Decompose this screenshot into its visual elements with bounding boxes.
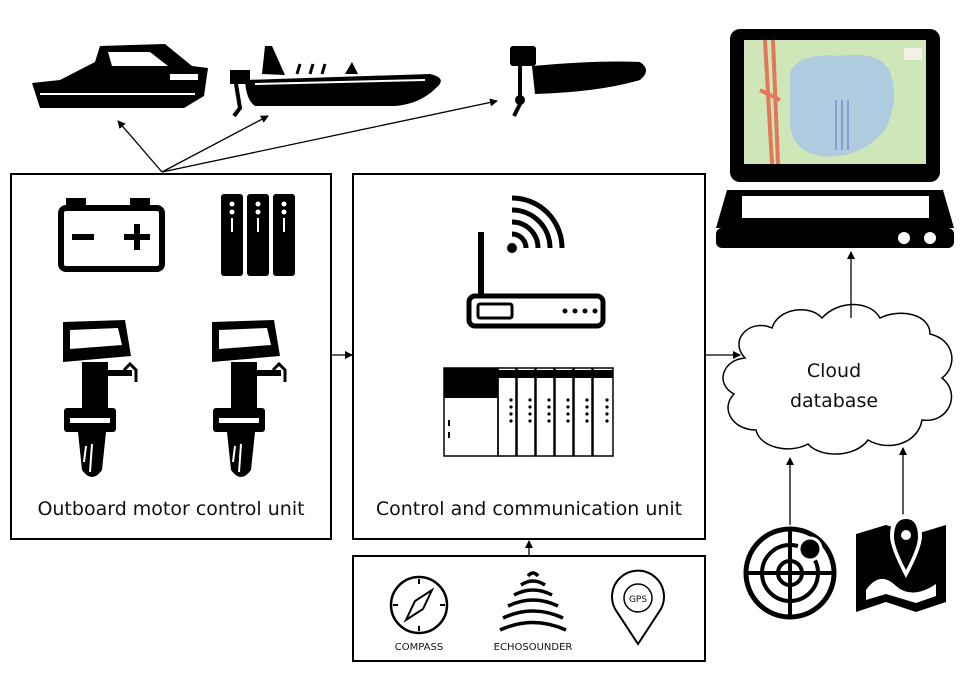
cloud-label-line2: database [790, 390, 878, 412]
outboard-unit-label: Outboard motor control unit [37, 498, 304, 520]
rib-boat-icon [230, 46, 441, 118]
laptop-map-icon [716, 29, 954, 248]
radar-icon [743, 526, 837, 620]
control-unit-label: Control and communication unit [376, 498, 682, 520]
gps-pin-icon [611, 569, 665, 646]
battery-icon [58, 198, 165, 272]
echosounder-label: ECHOSOUNDER [494, 642, 573, 653]
gps-label: GPS [629, 595, 647, 605]
control-unit-box [352, 173, 706, 540]
echosounder-icon [499, 571, 567, 632]
cloud-database-shape [722, 303, 953, 455]
cloud-label-line1: Cloud [807, 360, 861, 382]
compass-label: COMPASS [395, 642, 443, 653]
sensor-box [352, 555, 706, 662]
outboard-motor-icon [210, 318, 287, 479]
outboard-motor-icon [63, 320, 138, 477]
wifi-router-icon [466, 195, 606, 329]
compass-icon [389, 575, 449, 635]
map-pin-icon [856, 514, 946, 612]
battery-pack-icon [221, 194, 295, 276]
inflatable-boat-icon [510, 46, 646, 117]
plc-controller-icon [443, 367, 614, 457]
cabin-cruiser-icon [32, 44, 208, 108]
outboard-unit-box [10, 173, 332, 540]
